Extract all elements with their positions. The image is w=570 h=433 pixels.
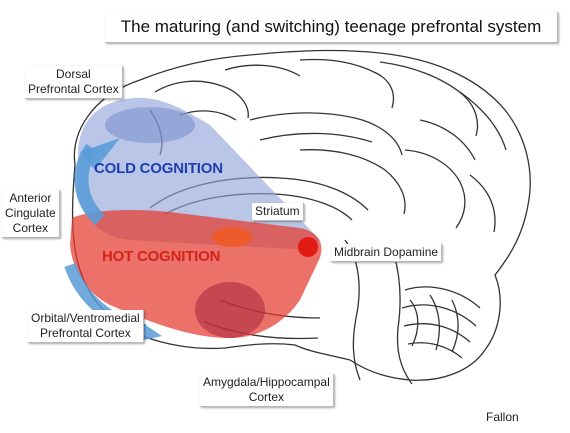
orbital-vmpfc-line-2: Prefrontal Cortex [40,326,131,340]
midbrain-dopamine-label: Midbrain Dopamine [331,244,443,262]
cold-cognition-label: COLD COGNITION [94,160,223,177]
switch-arrow-up-head [80,138,120,170]
anterior-cingulate-line-1: Anterior [9,191,52,205]
dorsal-pfc-highlight [105,107,195,143]
diagram-title: The maturing (and switching) teenage pre… [105,12,558,43]
dorsal-pfc-label: Dorsal Prefrontal Cortex [25,66,123,99]
anterior-cingulate-line-3: Cortex [12,221,49,235]
orbital-vmpfc-label: Orbital/Ventromedial Prefrontal Cortex [28,310,144,343]
midbrain-dopamine-dot [298,237,318,257]
amygdala-hippocampal-line-2: Cortex [248,390,285,404]
anterior-cingulate-line-2: Cingulate [5,206,56,220]
dorsal-pfc-line-2: Prefrontal Cortex [28,82,119,96]
amygdala-highlight [195,282,265,338]
hot-cognition-label: HOT COGNITION [102,248,221,265]
amygdala-hippocampal-label: Amygdala/Hippocampal Cortex [200,374,334,407]
anterior-cingulate-label: Anterior Cingulate Cortex [2,190,60,238]
author-credit: Fallon [486,410,519,424]
striatum-highlight [212,227,252,247]
dorsal-pfc-line-1: Dorsal [56,67,91,81]
striatum-label: Striatum [252,203,304,221]
orbital-vmpfc-line-1: Orbital/Ventromedial [31,311,140,325]
amygdala-hippocampal-line-1: Amygdala/Hippocampal [203,375,330,389]
